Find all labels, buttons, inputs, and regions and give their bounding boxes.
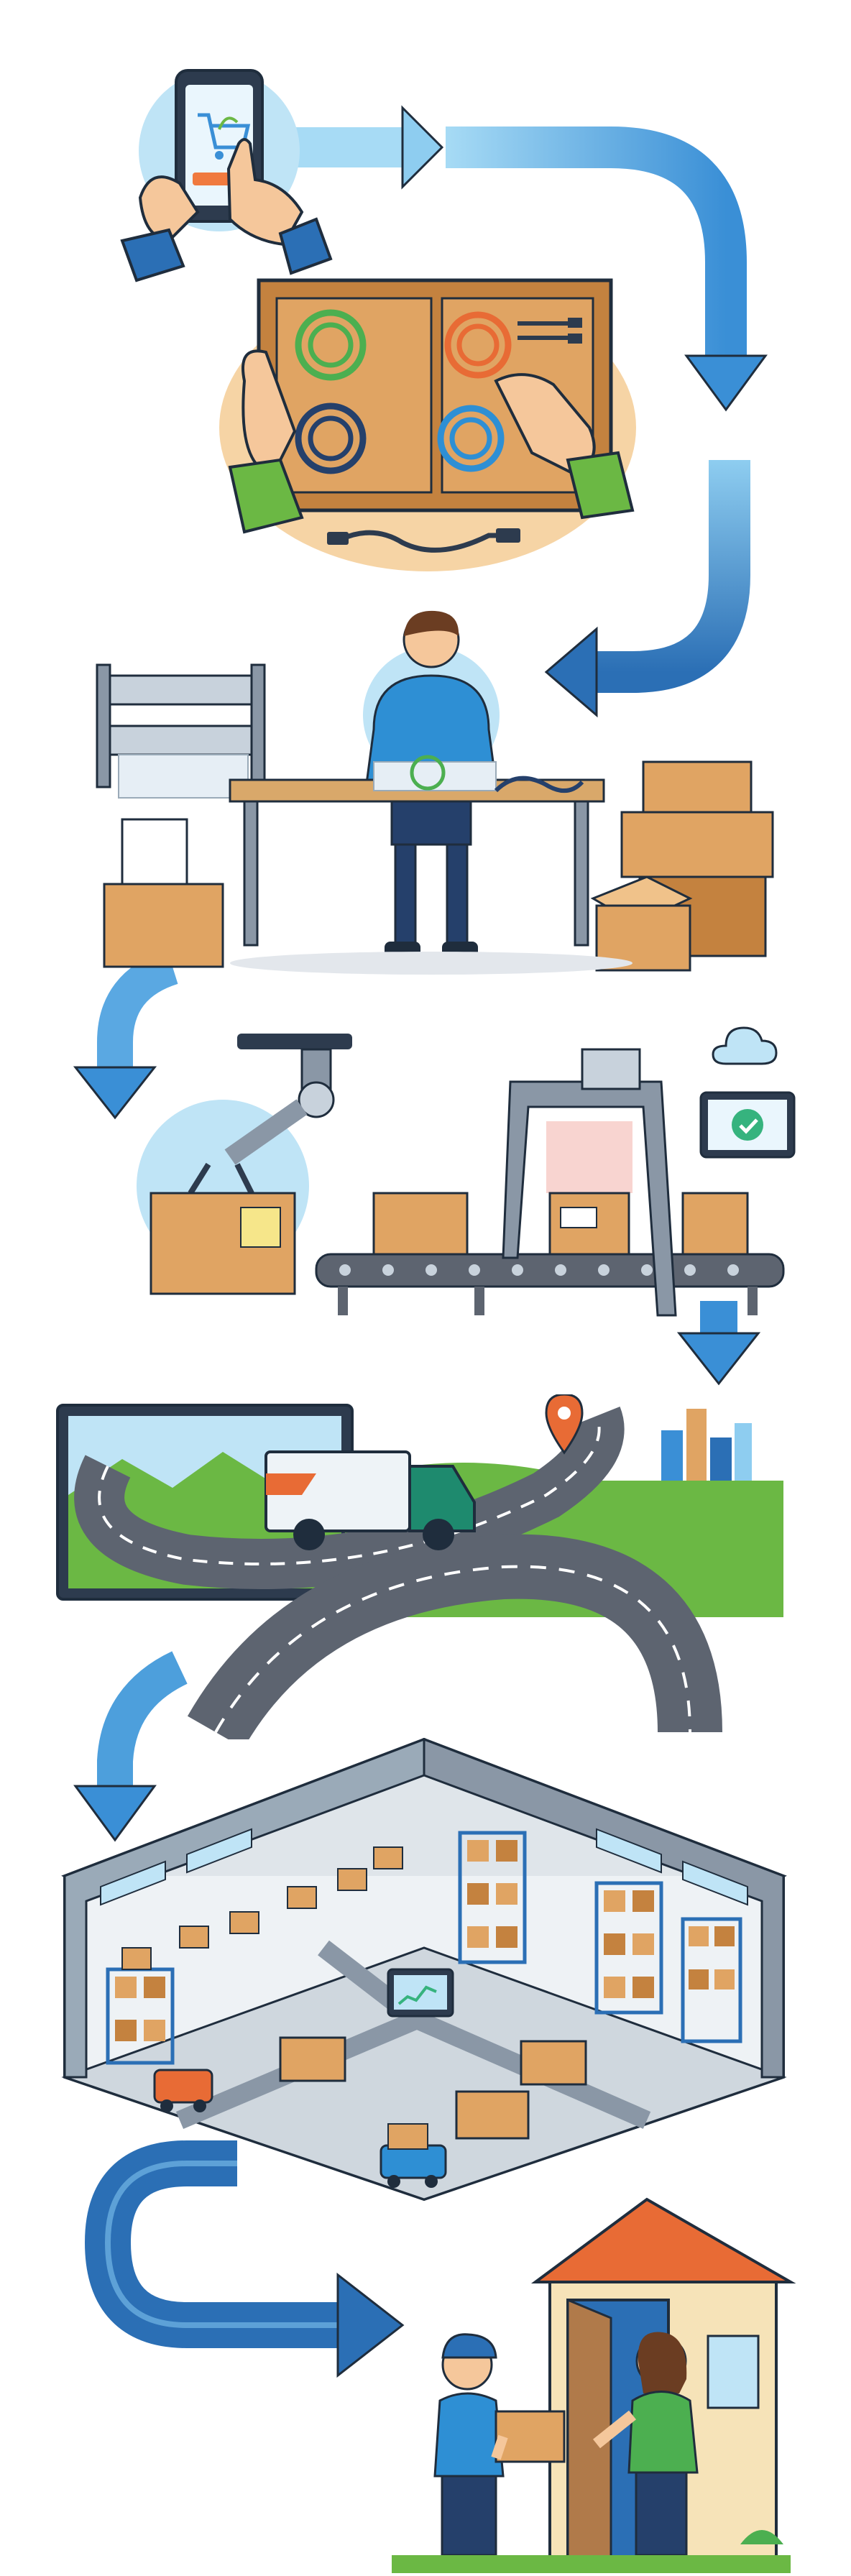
forklift-robot-icon <box>153 2069 447 2188</box>
smartphone-shopping-cart-icon <box>120 69 333 282</box>
arrow-select-to-packing <box>544 460 750 718</box>
control-terminal-icon <box>387 1968 454 2018</box>
customer-figure <box>593 2332 699 2557</box>
stage-labeling-scanning <box>137 1026 796 1317</box>
scanner-gate <box>502 1048 677 1317</box>
warehouse-icon <box>61 1737 787 2202</box>
robot-arm-scanner-icon <box>137 1026 796 1317</box>
shelving-racks <box>106 1831 742 2065</box>
stage-transport <box>56 1394 783 1739</box>
courier-figure <box>433 2333 566 2557</box>
cable-coil-blue <box>437 405 505 472</box>
courier-house-icon <box>392 2197 796 2573</box>
cable-coil-navy <box>295 402 367 474</box>
arrow-transport-to-warehouse <box>73 1651 188 1842</box>
stage-packing <box>96 610 774 975</box>
packing-worker-icon <box>96 610 774 975</box>
arrow-order-to-select <box>288 105 768 412</box>
arrow-packing-to-label <box>73 949 179 1120</box>
stage-delivery <box>392 2197 796 2573</box>
arrow-scan-to-transport <box>676 1301 761 1386</box>
cable-coil-green <box>295 309 367 381</box>
location-pin-icon <box>545 1394 584 1455</box>
stacked-boxes <box>590 760 774 972</box>
check-monitor-icon <box>699 1091 796 1159</box>
bubble-wrap-roller <box>96 663 266 799</box>
delivery-truck-icon <box>56 1394 783 1739</box>
stage-select-cables <box>219 278 636 571</box>
cloud-sync-icon <box>712 1026 778 1065</box>
arrow-warehouse-to-delivery <box>84 2140 405 2378</box>
cable-coil-orange <box>444 311 512 379</box>
stage-warehouse <box>61 1737 787 2202</box>
cable-tray-icon <box>219 278 636 571</box>
stage-order <box>120 69 333 282</box>
